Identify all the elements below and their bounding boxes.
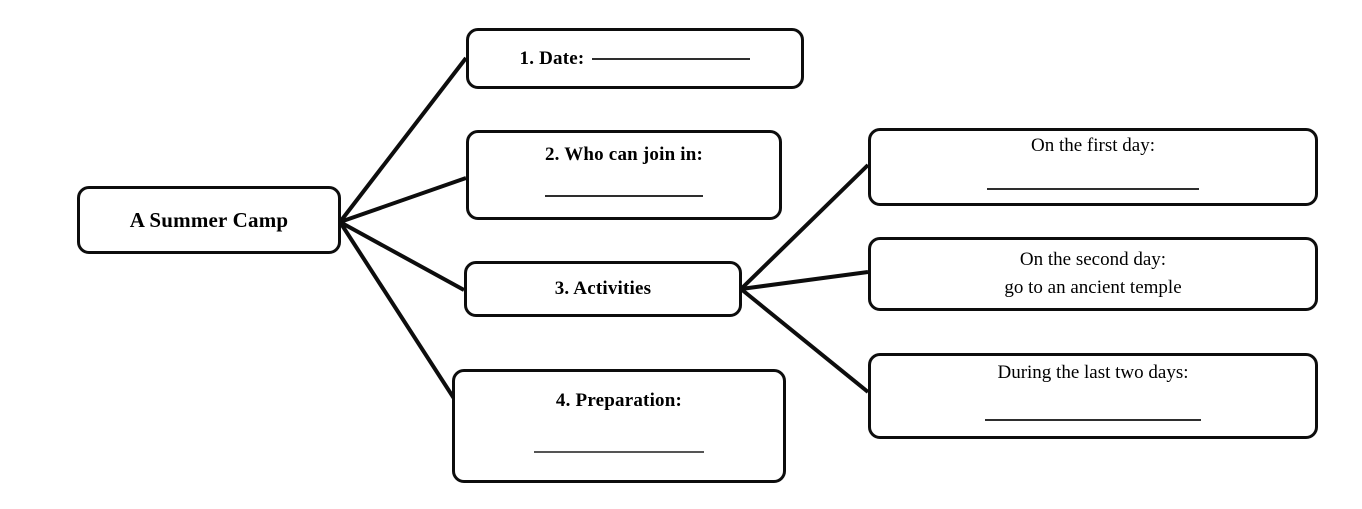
node-date-label: 1. Date: bbox=[519, 47, 585, 69]
node-preparation-blank-row bbox=[534, 439, 704, 463]
node-date[interactable]: 1. Date: bbox=[466, 28, 804, 89]
connector-root-to-who bbox=[339, 176, 467, 224]
node-activities-label: 3. Activities bbox=[554, 278, 652, 300]
root-label: A Summer Camp bbox=[129, 207, 289, 232]
connector-root-to-preparation bbox=[338, 220, 457, 402]
node-date-row: 1. Date: bbox=[520, 47, 751, 71]
node-root[interactable]: A Summer Camp bbox=[77, 186, 341, 254]
node-day-last-two-blank[interactable] bbox=[985, 418, 1201, 421]
node-day-last-two-blank-row bbox=[985, 407, 1201, 431]
node-day-first[interactable]: On the first day: bbox=[868, 128, 1318, 206]
node-day-first-blank[interactable] bbox=[987, 187, 1199, 190]
node-activities[interactable]: 3. Activities bbox=[464, 261, 742, 317]
connector-root-to-date bbox=[338, 56, 468, 224]
node-day-last-two[interactable]: During the last two days: bbox=[868, 353, 1318, 439]
node-preparation-blank[interactable] bbox=[534, 450, 704, 453]
node-who-blank-row bbox=[545, 183, 703, 207]
node-who-blank[interactable] bbox=[545, 194, 703, 197]
node-preparation[interactable]: 4. Preparation: bbox=[452, 369, 786, 483]
node-date-blank[interactable] bbox=[592, 58, 751, 61]
node-day-second-label: On the second day: bbox=[1019, 249, 1167, 271]
connector-root-to-activities bbox=[339, 220, 465, 292]
node-day-last-two-label: During the last two days: bbox=[997, 362, 1189, 384]
node-who[interactable]: 2. Who can join in: bbox=[466, 130, 782, 220]
node-day-first-label: On the first day: bbox=[1030, 135, 1155, 157]
node-preparation-label: 4. Preparation: bbox=[555, 390, 683, 412]
node-day-second-answer: go to an ancient temple bbox=[1004, 277, 1182, 298]
node-day-first-blank-row bbox=[987, 176, 1199, 200]
node-day-second[interactable]: On the second day: go to an ancient temp… bbox=[868, 237, 1318, 311]
node-who-label: 2. Who can join in: bbox=[544, 144, 704, 166]
connector-activities-to-day2 bbox=[740, 270, 869, 291]
